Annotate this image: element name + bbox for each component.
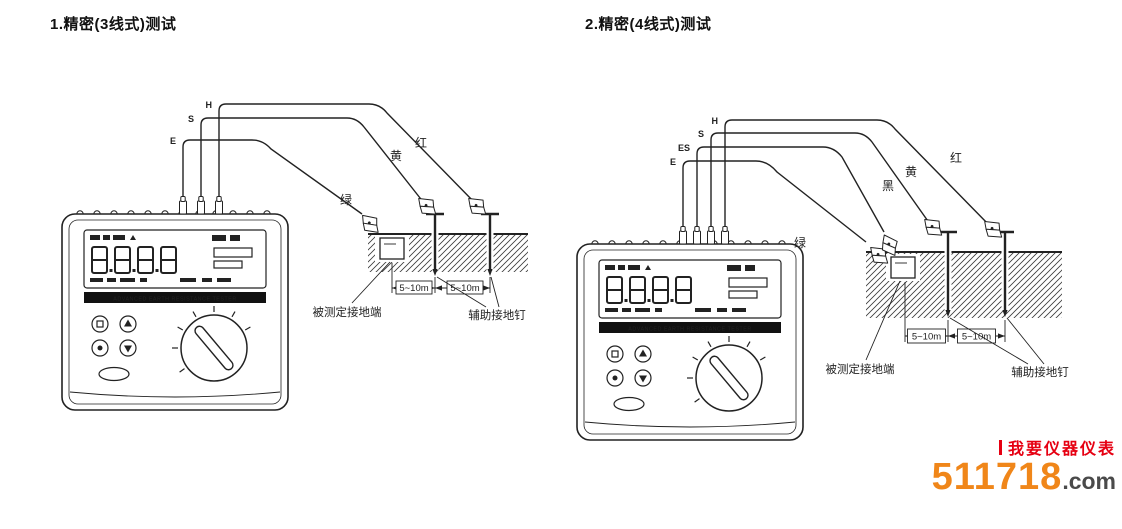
section-title-4wire: 2.精密(4线式)测试 — [585, 16, 712, 33]
aux-stake-label-left: 辅助接地钉 — [468, 308, 526, 322]
callouts-left — [351, 261, 500, 308]
measured-earth-terminal-right — [886, 254, 920, 281]
left-wires — [182, 103, 477, 215]
plug-s-right — [707, 226, 715, 245]
terminal-h-left: H — [206, 100, 213, 110]
wire-color-red-left: 红 — [415, 135, 427, 150]
watermark-site-number: 511718 — [931, 456, 1063, 498]
wire-color-black-right: 黑 — [882, 179, 894, 193]
diagram-4wire: 5~10m 5~10m H S ES E — [576, 116, 1069, 441]
watermark-tagline: 我要仪器仪表 — [1007, 441, 1116, 458]
distance-label-1-left: 5~10m — [399, 283, 428, 294]
wire-color-yellow-left: 黄 — [390, 149, 402, 163]
wire-color-red-right: 红 — [950, 150, 962, 165]
plug-h-right — [721, 226, 729, 245]
plug-es-right — [693, 226, 701, 245]
wire-color-green-right: 绿 — [794, 235, 806, 250]
terminal-s-left: S — [188, 114, 194, 124]
wire-h-red-left — [218, 103, 477, 205]
watermark-domain-suffix: .com — [1062, 468, 1116, 494]
wire-color-yellow-right: 黄 — [905, 165, 917, 179]
measured-earth-label-right: 被测定接地端 — [826, 362, 895, 376]
right-wires — [682, 119, 991, 243]
wire-s-yellow-right — [710, 132, 931, 226]
distance-label-2-right: 5~10m — [962, 332, 991, 343]
dimension-right: 5~10m 5~10m — [904, 282, 1006, 344]
terminal-e-left: E — [170, 136, 176, 146]
wire-color-green-left: 绿 — [340, 192, 352, 207]
measured-earth-terminal-left — [375, 235, 409, 262]
wire-es-black-right — [696, 146, 885, 233]
wire-e-green-left — [182, 139, 363, 215]
plug-h-left — [215, 196, 223, 215]
terminal-e-right: E — [670, 157, 676, 167]
plug-s-left — [197, 196, 205, 215]
wire-e-green-right — [682, 160, 867, 243]
wire-s-yellow-left — [200, 117, 425, 204]
wire-h-red-right — [724, 119, 991, 227]
diagram-3wire: 5~10m 5~10m H S E 红 黄 绿 — [61, 100, 528, 411]
watermark: 我要仪器仪表 511718 .com — [932, 437, 1116, 496]
tester-device-left — [61, 209, 289, 411]
watermark-red-bar — [998, 439, 1002, 455]
distance-label-2-left: 5~10m — [450, 283, 479, 294]
section-title-3wire: 1.精密(3线式)测试 — [50, 16, 177, 33]
terminal-es-right: ES — [678, 143, 690, 153]
aux-stake-label-right: 辅助接地钉 — [1011, 365, 1069, 379]
plug-e-right — [679, 226, 687, 245]
callouts-right — [865, 280, 1045, 365]
tester-device-right — [576, 239, 804, 441]
terminal-h-right: H — [712, 116, 719, 126]
distance-label-1-right: 5~10m — [912, 332, 941, 343]
terminal-s-right: S — [698, 129, 704, 139]
plug-e-left — [179, 196, 187, 215]
dimension-left: 5~10m 5~10m — [391, 263, 491, 295]
clamp-yellow-right — [918, 212, 948, 242]
measured-earth-label-left: 被测定接地端 — [313, 305, 382, 319]
